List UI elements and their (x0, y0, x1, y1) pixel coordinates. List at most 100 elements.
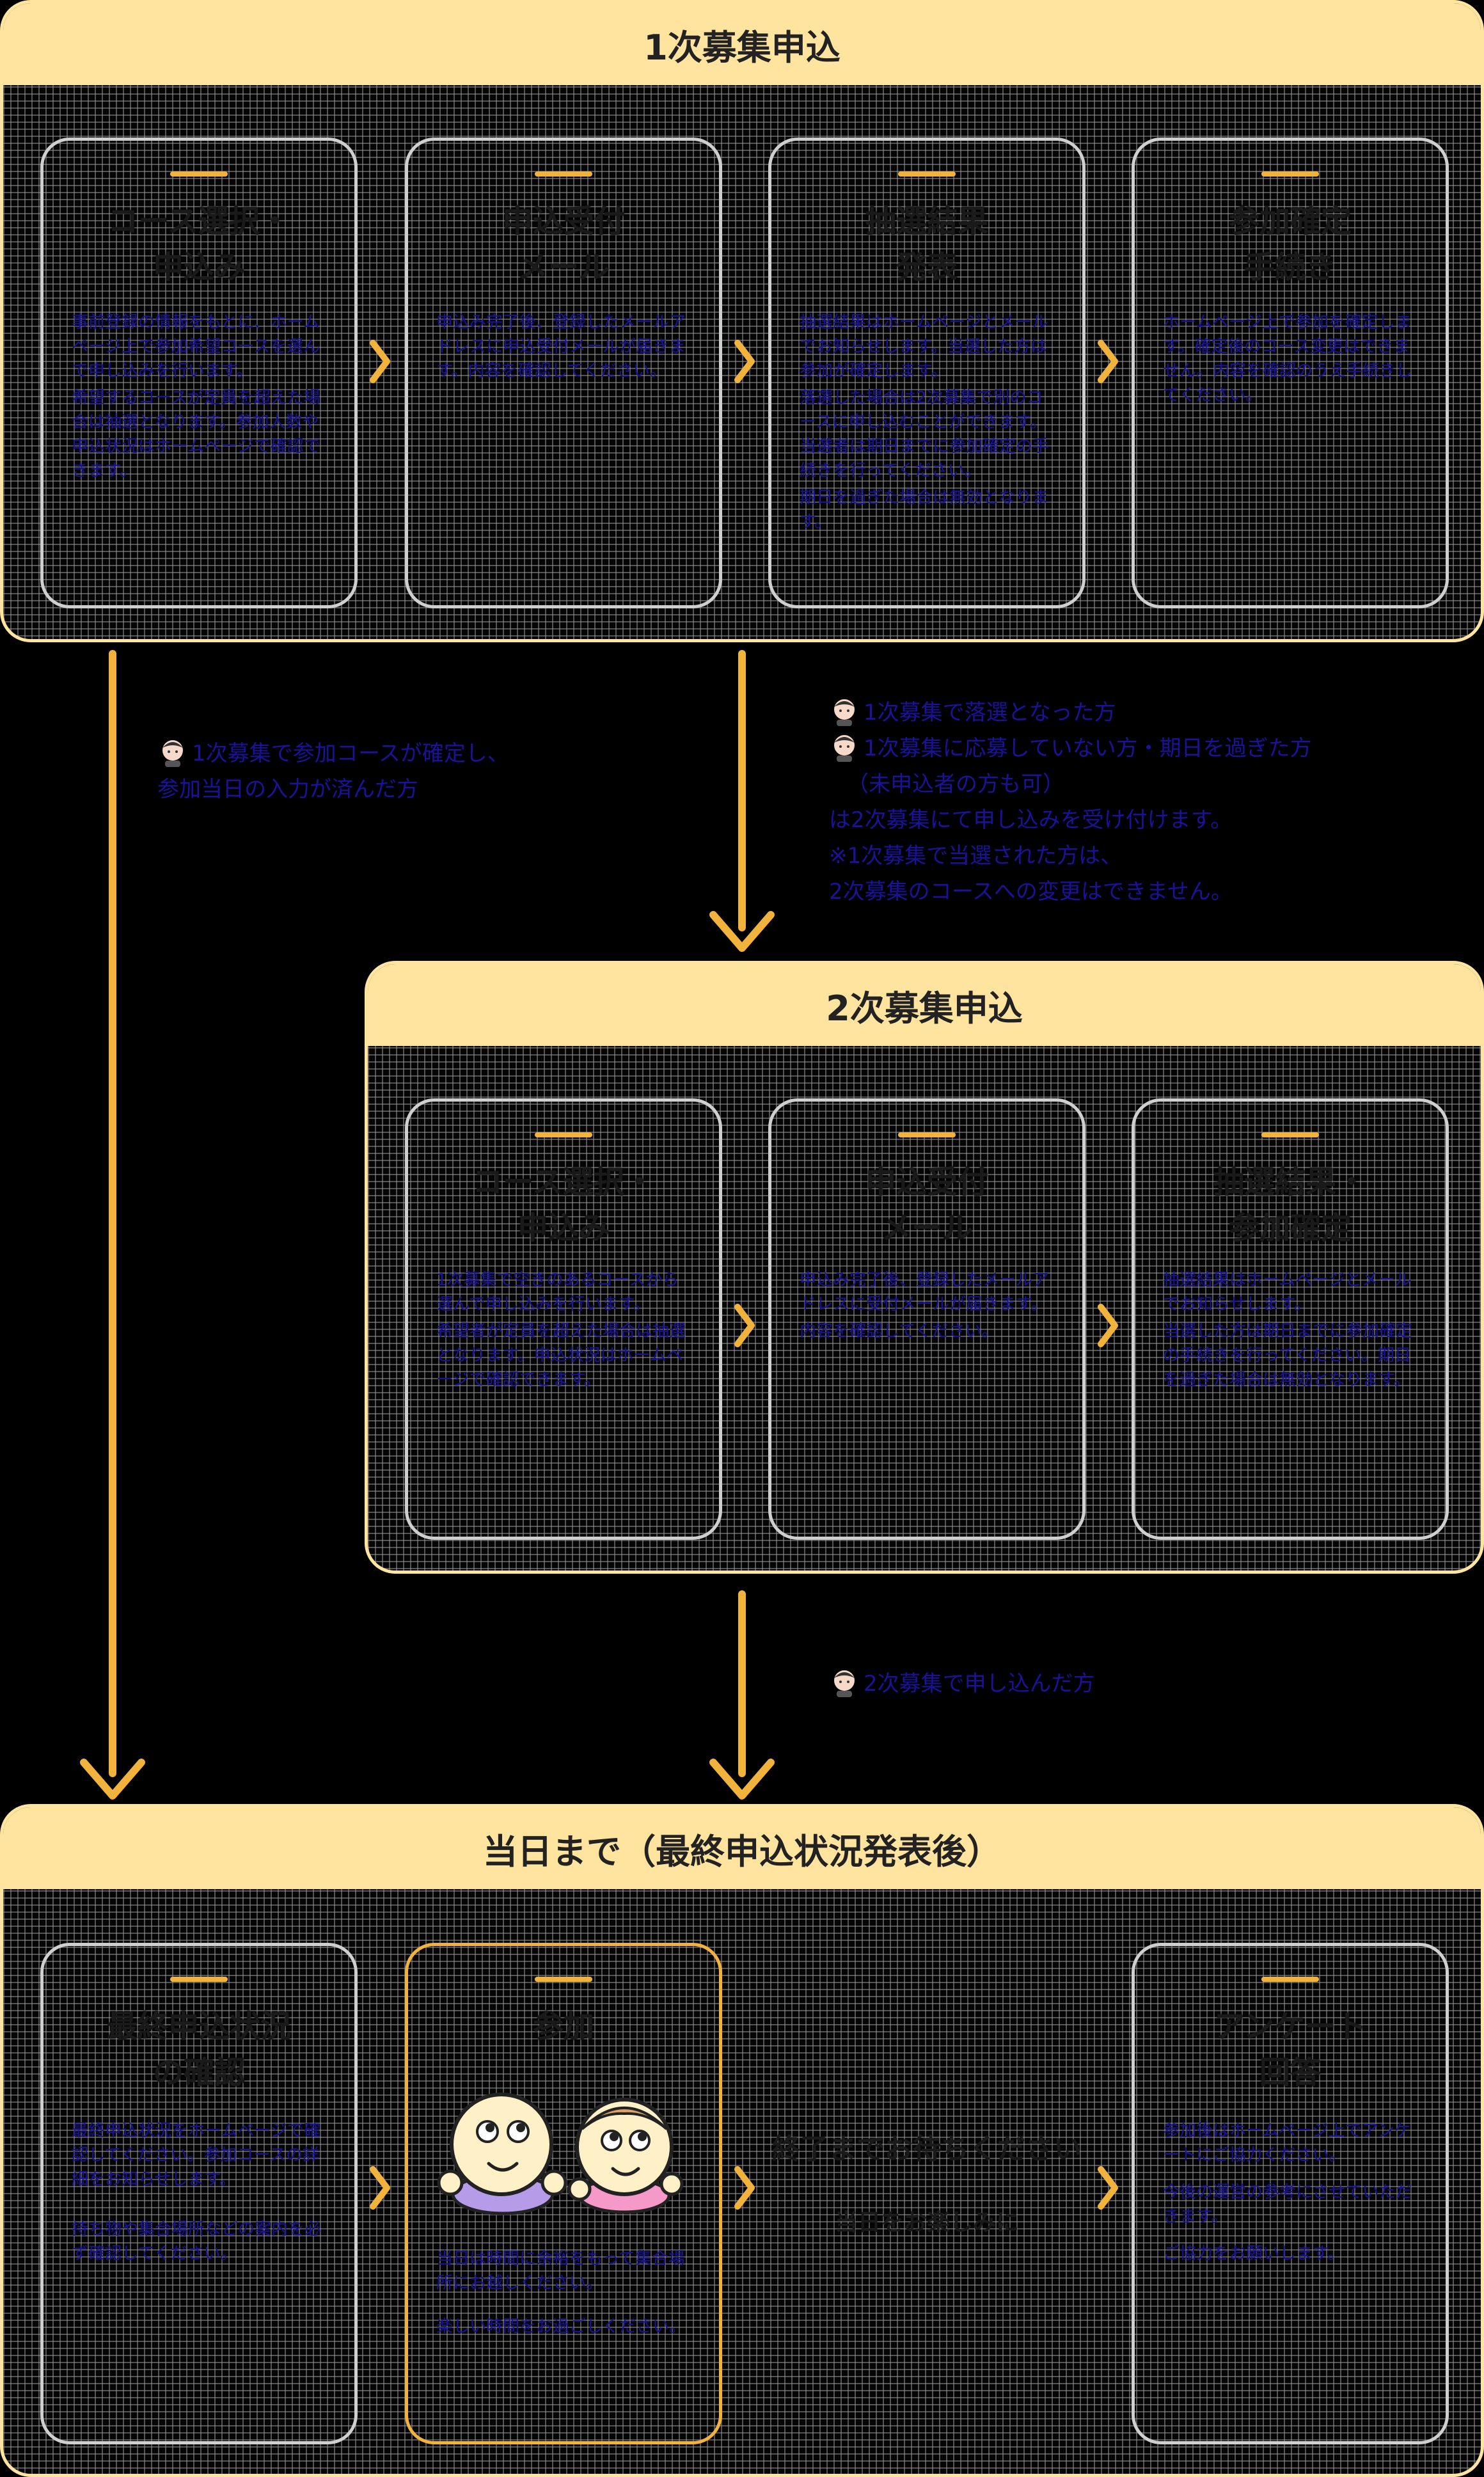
step2-card: 申込受付 メール 申込み完了後、登録したメールアドレスに申込受付メールが届きます… (405, 138, 722, 608)
second-round-title: 2次募集申込 (368, 964, 1481, 1046)
step8-desc-p2: 持ち物や集合場所などの案内を必ず確認してください。 (72, 2220, 322, 2263)
step6-desc-p2: 内容を確認してください。 (800, 1322, 999, 1341)
note-middle-line1: 1次募集で落選となった方 (829, 695, 1312, 731)
step6-label (771, 1125, 1082, 1144)
step5-title: コース選択・ 申込み (472, 1164, 655, 1246)
flow-line-left (109, 650, 116, 1777)
step7-desc-p1: 抽選結果はホームページとメールでお知らせします。 (1163, 1270, 1412, 1314)
step6-desc: 申込み完了後、登録したメールアドレスに受付メールが届きます。 内容を確認してくだ… (800, 1268, 1054, 1346)
step3-desc-p2: 落選した場合は2次募集で別のコースに申し込むことができます。当選者は期日までに参… (800, 388, 1050, 480)
step1-label (43, 164, 354, 183)
mascot-left (437, 2093, 567, 2215)
waiting-line2: 当日をお楽しみに (834, 2210, 1019, 2236)
step9-card: 参加 (405, 1943, 722, 2444)
step1-desc: 事前登録の情報をもとに、ホームページ上で参加希望コースを選んで申し込みを行います… (72, 310, 326, 486)
mascot-characters (437, 2093, 684, 2215)
note-middle-text1: 1次募集で落選となった方 (864, 700, 1116, 725)
step6-title: 申込受付 メール (865, 1164, 988, 1246)
second-round-section: 2次募集申込 コース選択・ 申込み 1次募集で空きのあるコースから選んで申し込み… (365, 961, 1484, 1574)
step8-card: 最終申込状況 の確認 最終申込状況をホームページで確認してください。参加コースの… (40, 1943, 358, 2444)
step4-desc-p1: ホームページ上で参加を確定します。確定後のコース変更はできません。内容を確認のう… (1163, 313, 1413, 405)
step4-label (1135, 164, 1446, 183)
step4-card: 参加確定 手続き ホームページ上で参加を確定します。確定後のコース変更はできませ… (1132, 138, 1449, 608)
step1-card: コース選択・ 申込み 事前登録の情報をもとに、ホームページ上で参加希望コースを選… (40, 138, 358, 608)
step5-card: コース選択・ 申込み 1次募集で空きのあるコースから選んで申し込みを行います。 … (405, 1098, 722, 1540)
step7-card: 抽選結果・ 参加確定 抽選結果はホームページとメールでお知らせします。 当選した… (1132, 1098, 1449, 1540)
step9-desc: 当日は時間に余裕をもって集合場所にお越しください。 楽しい時間をお過ごしください… (436, 2247, 691, 2341)
step3-card: 抽選結果 発表 抽選結果はホームページとメールでお知らせします。当選した方は参加… (768, 138, 1085, 608)
step7-desc-p2: 当選した方は期日までに参加確定の手続きを行ってください。期日を過ぎた場合は無効と… (1163, 1322, 1413, 1389)
step8-label (43, 1969, 354, 1988)
step1-desc-p2: 希望するコースが定員を超えた場合は抽選となります。参加人数や申込状況はホームペー… (72, 388, 320, 480)
step5-label (408, 1125, 719, 1144)
step4-desc: ホームページ上で参加を確定します。確定後のコース変更はできません。内容を確認のう… (1163, 310, 1417, 410)
note-left-text1: 1次募集で参加コースが確定し、 (192, 741, 509, 766)
note-middle-text4: は2次募集にて申し込みを受け付けます。 (829, 807, 1233, 833)
step5-desc-p2: 希望者が定員を超えた場合は抽選となります。申込状況はホームページで確認できます。 (436, 1322, 686, 1389)
step10-title: アンケート 回答 (1213, 2009, 1367, 2091)
chevron-right-icon (1098, 2166, 1118, 2210)
step9-label (408, 1969, 719, 1988)
person-icon (834, 699, 855, 726)
note-left-text2: 参加当日の入力が済んだ方 (157, 777, 418, 802)
arrow-down-icon (709, 1759, 775, 1800)
chevron-right-icon (734, 1304, 755, 1347)
final-section-title: 当日まで（最終申込状況発表後） (3, 1807, 1481, 1889)
step10-label (1135, 1969, 1446, 1988)
note-bottom: 2次募集で申し込んだ方 (829, 1666, 1095, 1702)
step1-desc-p1: 事前登録の情報をもとに、ホームページ上で参加希望コースを選んで申し込みを行います… (72, 313, 320, 381)
step6-card: 申込受付 メール 申込み完了後、登録したメールアドレスに受付メールが届きます。 … (768, 1098, 1085, 1540)
note-bottom-text1: 2次募集で申し込んだ方 (864, 1671, 1095, 1697)
note-middle-text6: 2次募集のコースへの変更はできません。 (829, 879, 1233, 905)
step2-label (408, 164, 719, 183)
step2-desc-p1: 申込み完了後、登録したメールアドレスに申込受付メールが届きます。内容を確認してく… (436, 313, 686, 381)
step9-title: 参加 (532, 2009, 594, 2045)
mascot-right (567, 2098, 684, 2214)
waiting-line1: 終了までお待ちください (772, 2133, 1082, 2165)
step1-title: コース選択・ 申込み (107, 203, 290, 285)
first-round-section: 1次募集申込 コース選択・ 申込み 事前登録の情報をもとに、ホームページ上で参加… (0, 0, 1484, 642)
person-icon (834, 735, 855, 762)
step7-label (1135, 1125, 1446, 1144)
final-section: 当日まで（最終申込状況発表後） 最終申込状況 の確認 最終申込状況をホームページ… (0, 1804, 1484, 2477)
step8-desc-p1: 最終申込状況をホームページで確認してください。参加コースの詳細をお知らせします。 (72, 2121, 320, 2189)
arrow-down-icon (80, 1759, 145, 1800)
note-middle: 1次募集で落選となった方 1次募集に応募していない方・期日を過ぎた方 （未申込者… (829, 695, 1312, 910)
chevron-right-icon (370, 2166, 390, 2210)
flow-line-middle-2 (738, 1590, 746, 1777)
step10-desc: 参加後はホームページ上でアンケートにご協力ください。 今後の運営の参考にさせてい… (1163, 2119, 1417, 2268)
step10-desc-p1: 参加後はホームページ上でアンケートにご協力ください。 (1163, 2121, 1411, 2165)
note-bottom-line1: 2次募集で申し込んだ方 (829, 1666, 1095, 1702)
person-icon (834, 1670, 855, 1697)
step10-desc-p3: ご協力をお願いします。 (1163, 2244, 1345, 2263)
first-round-title: 1次募集申込 (3, 3, 1481, 85)
chevron-right-icon (1098, 340, 1118, 383)
note-middle-line2: 1次募集に応募していない方・期日を過ぎた方 (829, 731, 1312, 766)
step7-title: 抽選結果・ 参加確定 (1213, 1164, 1367, 1246)
flow-line-middle-1 (738, 650, 746, 931)
chevron-right-icon (1098, 1304, 1118, 1347)
step2-desc: 申込み完了後、登録したメールアドレスに申込受付メールが届きます。内容を確認してく… (436, 310, 691, 386)
step9-desc-p2: 楽しい時間をお過ごしください。 (436, 2317, 686, 2336)
step2-title: 申込受付 メール (501, 203, 625, 285)
step4-title: 参加確定 手続き (1228, 203, 1352, 285)
arrow-down-icon (709, 911, 775, 952)
note-middle-text2: 1次募集に応募していない方・期日を過ぎた方 (864, 736, 1312, 761)
note-middle-text5: ※1次募集で当選された方は、 (829, 843, 1123, 869)
step7-desc: 抽選結果はホームページとメールでお知らせします。 当選した方は期日までに参加確定… (1163, 1268, 1417, 1395)
step9-desc-p1: 当日は時間に余裕をもって集合場所にお越しください。 (436, 2249, 685, 2293)
note-middle-text3: （未申込者の方も可） (847, 772, 1064, 797)
step3-desc-p3: 期日を過ぎた場合は無効となります。 (800, 488, 1049, 532)
step3-desc-p1: 抽選結果はホームページとメールでお知らせします。当選した方は参加が確定します。 (800, 313, 1048, 381)
step5-desc-p1: 1次募集で空きのあるコースから選んで申し込みを行います。 (436, 1270, 679, 1314)
chevron-right-icon (734, 2166, 755, 2210)
step3-label (771, 164, 1082, 183)
note-left: 1次募集で参加コースが確定し、 参加当日の入力が済んだ方 (157, 736, 509, 807)
step10-card: アンケート 回答 参加後はホームページ上でアンケートにご協力ください。 今後の運… (1132, 1943, 1449, 2444)
step3-desc: 抽選結果はホームページとメールでお知らせします。当選した方は参加が確定します。 … (800, 310, 1054, 537)
step5-desc: 1次募集で空きのあるコースから選んで申し込みを行います。 希望者が定員を超えた場… (436, 1268, 691, 1395)
step8-desc: 最終申込状況をホームページで確認してください。参加コースの詳細をお知らせします。… (72, 2119, 326, 2268)
chevron-right-icon (370, 340, 390, 383)
step3-title: 抽選結果 発表 (865, 203, 988, 285)
waiting-message: 終了までお待ちください 当日をお楽しみに (768, 2127, 1085, 2242)
